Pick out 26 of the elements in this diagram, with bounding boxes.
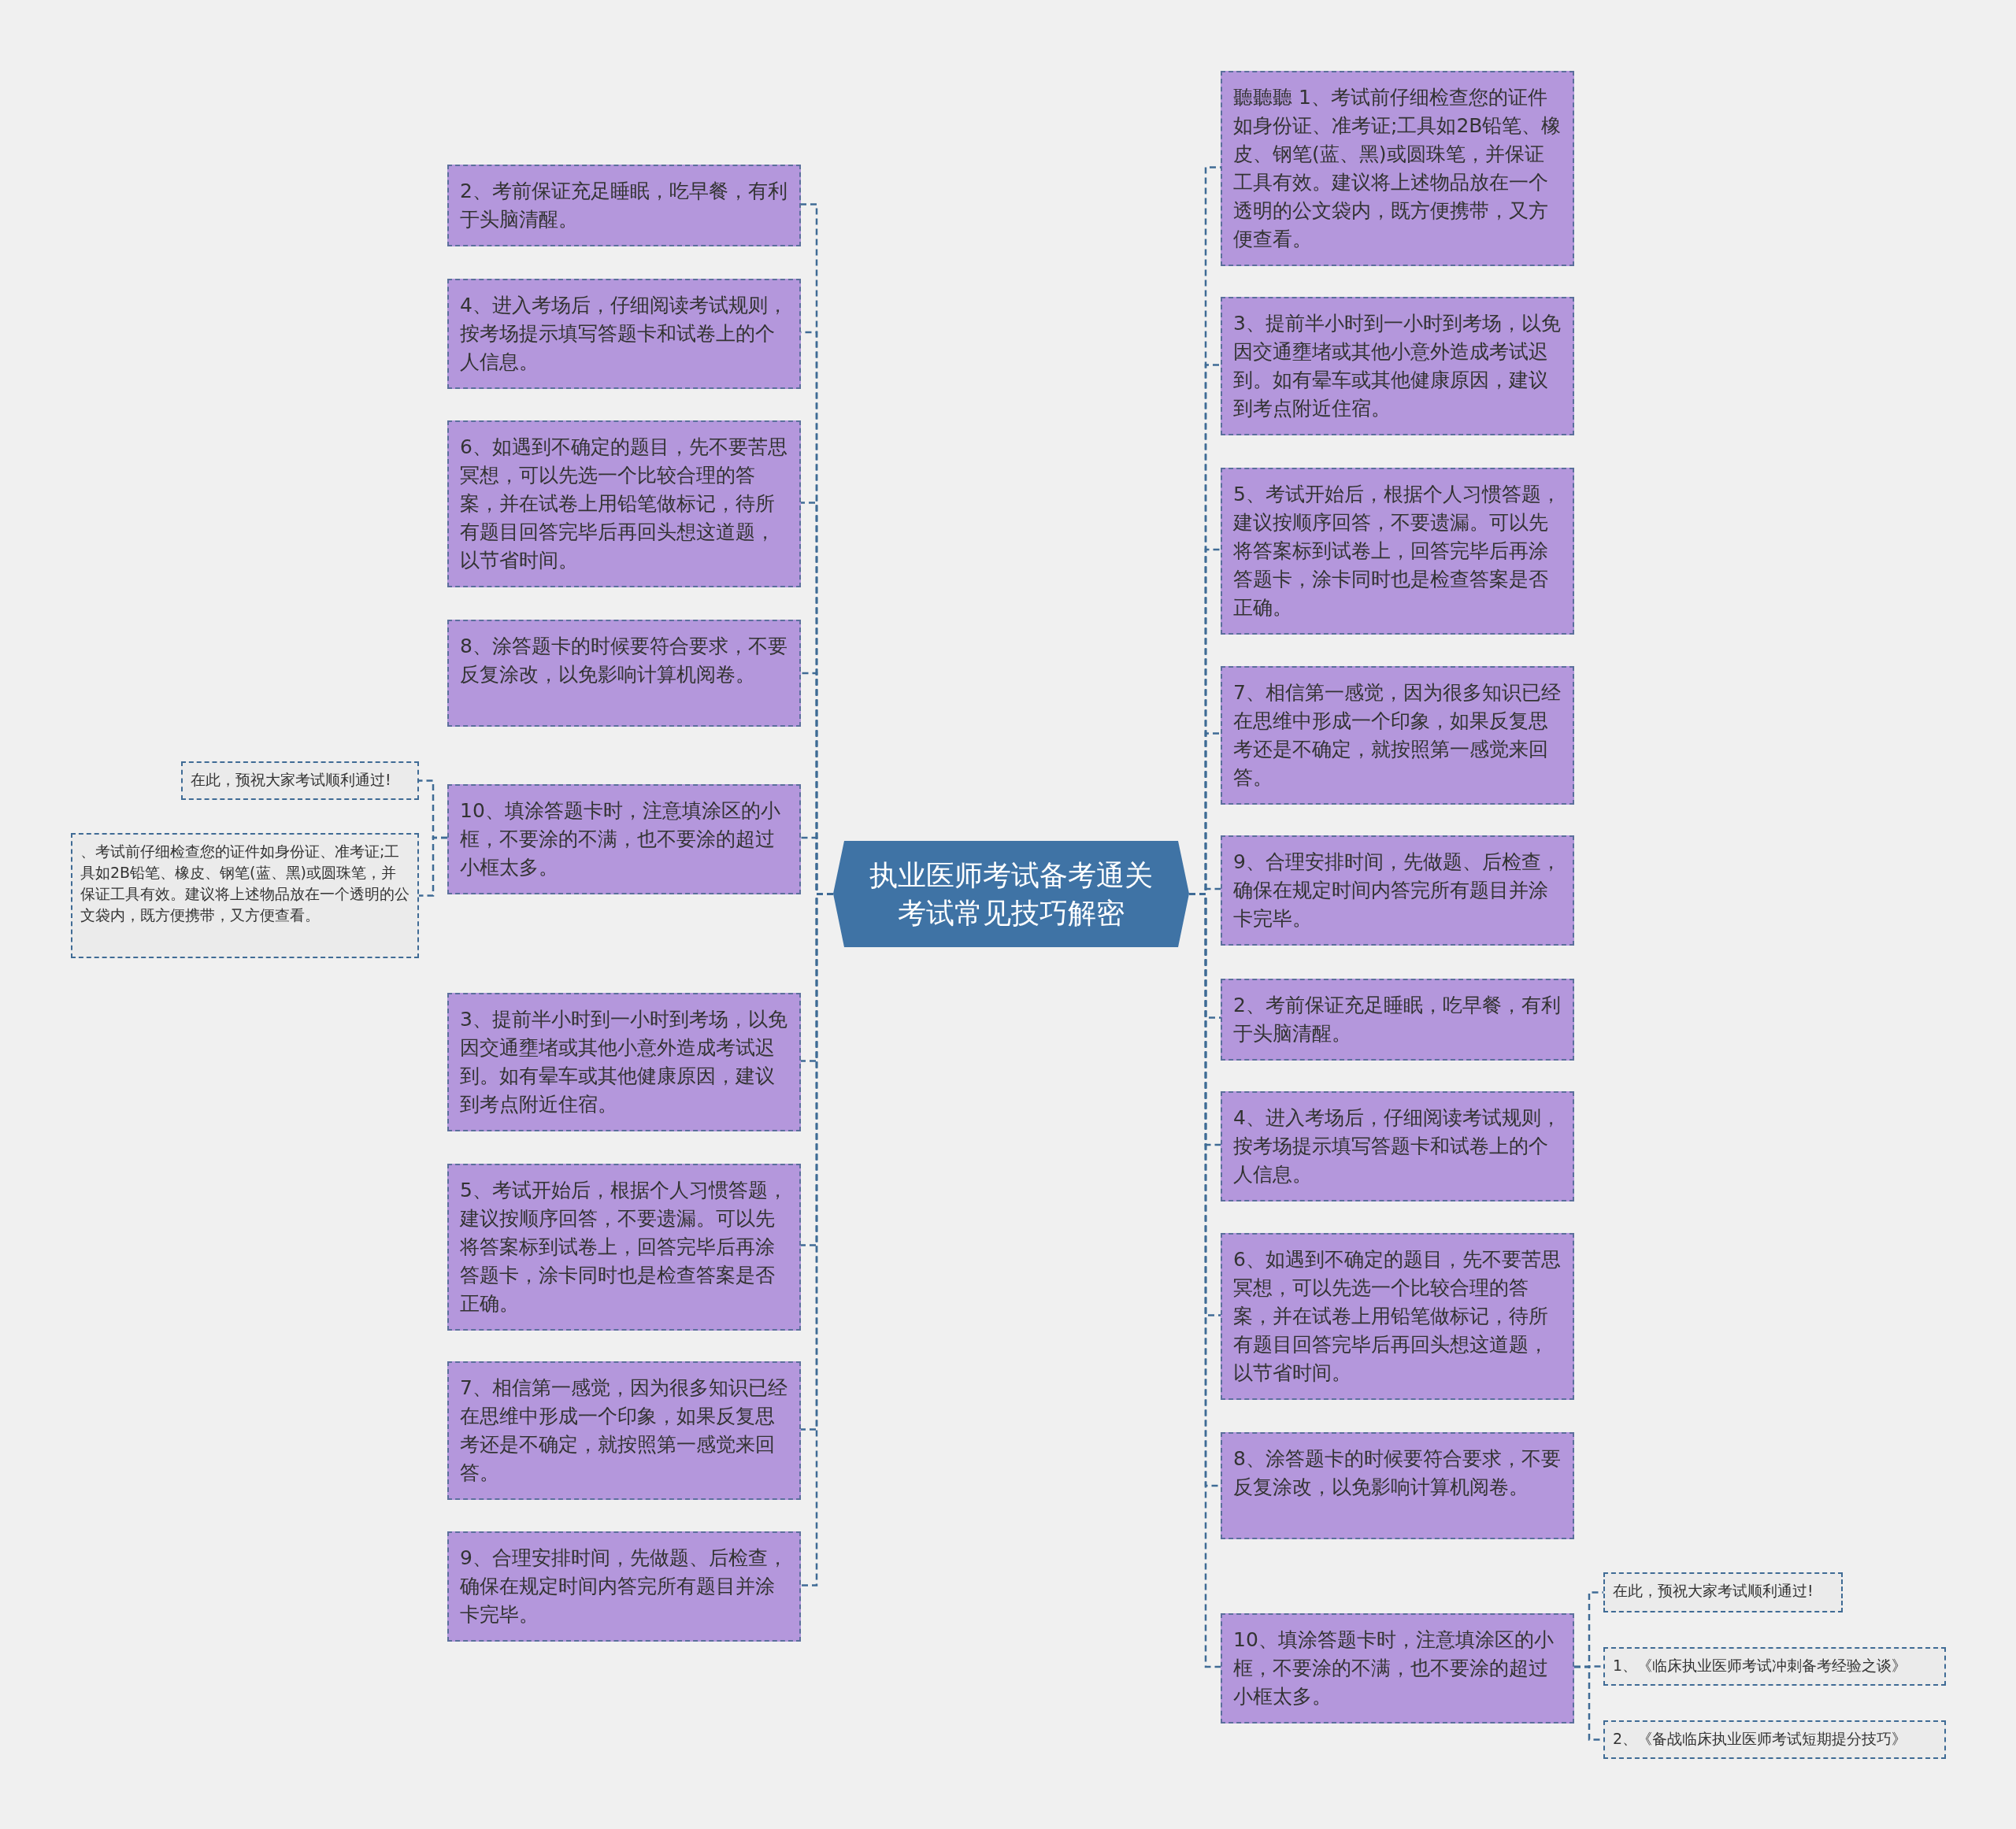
note-box: 1、《临床执业医师考试冲刺备考经验之谈》 [1603, 1647, 1946, 1686]
topic-box: 聽聽聽 1、考试前仔细检查您的证件如身份证、准考证;工具如2B铅笔、橡皮、钢笔(蓝、黑)或圆珠笔，并保证工具有效。建议将上述物品放在一个透明的公文袋内，既方便携带，又方便查看。 [1221, 71, 1574, 266]
topic-box: 9、合理安排时间，先做题、后检查，确保在规定时间内答完所有题目并涂卡完毕。 [1221, 835, 1574, 946]
topic-box: 3、提前半小时到一小时到考场，以免因交通壅堵或其他小意外造成考试迟到。如有晕车或其他健康原因，建议到考点附近住宿。 [1221, 297, 1574, 435]
note-box: 2、《备战临床执业医师考试短期提分技巧》 [1603, 1720, 1946, 1759]
note-box: 、考试前仔细检查您的证件如身份证、准考证;工具如2B铅笔、橡皮、钢笔(蓝、黑)或圆珠笔，并保证工具有效。建议将上述物品放在一个透明的公文袋内，既方便携带，又方便查看。 [71, 833, 419, 958]
topic-box: 10、填涂答题卡时，注意填涂区的小框，不要涂的不满，也不要涂的超过小框太多。 [1221, 1613, 1574, 1723]
topic-box: 8、涂答题卡的时候要符合要求，不要反复涂改，以免影响计算机阅卷。 [447, 620, 801, 727]
topic-box: 3、提前半小时到一小时到考场，以免因交通壅堵或其他小意外造成考试迟到。如有晕车或其他健康原因，建议到考点附近住宿。 [447, 993, 801, 1131]
topic-box: 10、填涂答题卡时，注意填涂区的小框，不要涂的不满，也不要涂的超过小框太多。 [447, 784, 801, 894]
topic-box: 5、考试开始后，根据个人习惯答题，建议按顺序回答，不要遗漏。可以先将答案标到试卷上，回答完毕后再涂答题卡，涂卡同时也是检查答案是否正确。 [1221, 468, 1574, 635]
topic-box: 6、如遇到不确定的题目，先不要苦思冥想，可以先选一个比较合理的答案，并在试卷上用铅笔做标记，待所有题目回答完毕后再回头想这道题，以节省时间。 [447, 420, 801, 587]
connector-line [419, 836, 447, 897]
topic-box: 7、相信第一感觉，因为很多知识已经在思维中形成一个印象，如果反复思考还是不确定，就按照第一感觉来回答。 [447, 1361, 801, 1500]
topic-box: 8、涂答题卡的时候要符合要求，不要反复涂改，以免影响计算机阅卷。 [1221, 1432, 1574, 1539]
note-box: 在此，预祝大家考试顺利通过! [1603, 1572, 1843, 1612]
note-box: 在此，预祝大家考试顺利通过! [181, 761, 419, 800]
title-hexagon: 执业医师考试备考通关考试常见技巧解密 [833, 841, 1189, 947]
topic-box: 2、考前保证充足睡眠，吃早餐，有利于头脑清醒。 [1221, 979, 1574, 1061]
topic-box: 4、进入考场后，仔细阅读考试规则，按考场提示填写答题卡和试卷上的个人信息。 [447, 279, 801, 389]
topic-box: 7、相信第一感觉，因为很多知识已经在思维中形成一个印象，如果反复思考还是不确定，就按照第一感觉来回答。 [1221, 666, 1574, 805]
topic-box: 9、合理安排时间，先做题、后检查，确保在规定时间内答完所有题目并涂卡完毕。 [447, 1531, 801, 1642]
topic-box: 5、考试开始后，根据个人习惯答题，建议按顺序回答，不要遗漏。可以先将答案标到试卷上，回答完毕后再涂答题卡，涂卡同时也是检查答案是否正确。 [447, 1164, 801, 1331]
topic-box: 2、考前保证充足睡眠，吃早餐，有利于头脑清醒。 [447, 165, 801, 246]
topic-box: 6、如遇到不确定的题目，先不要苦思冥想，可以先选一个比较合理的答案，并在试卷上用铅笔做标记，待所有题目回答完毕后再回头想这道题，以节省时间。 [1221, 1233, 1574, 1400]
topic-box: 4、进入考场后，仔细阅读考试规则，按考场提示填写答题卡和试卷上的个人信息。 [1221, 1091, 1574, 1201]
